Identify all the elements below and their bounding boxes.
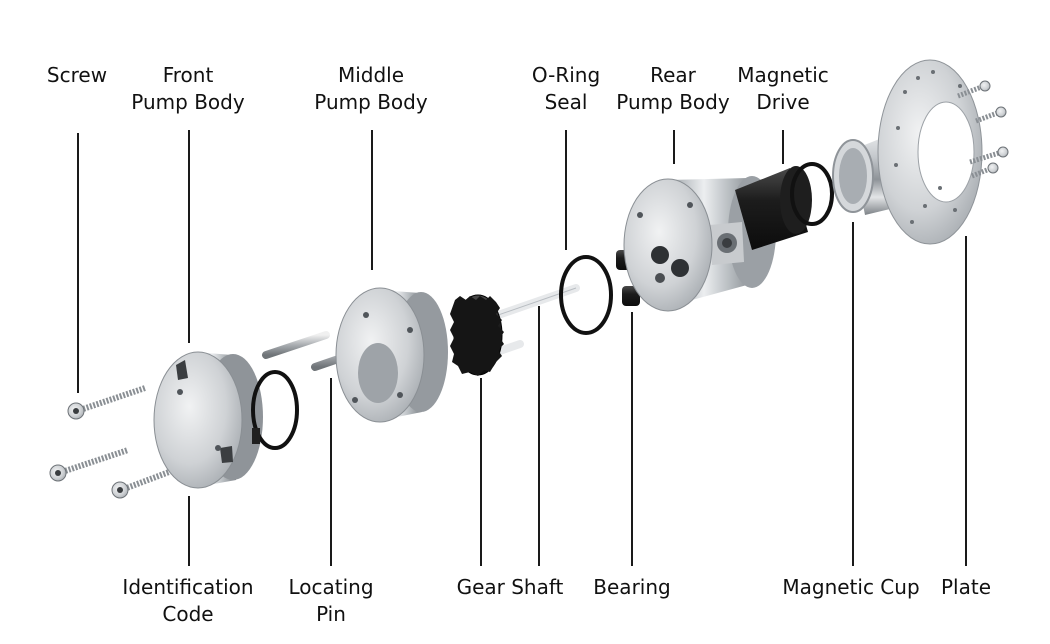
leader-line-locating-pin <box>330 378 332 566</box>
label-magnetic-cup: Magnetic Cup <box>782 575 920 599</box>
leader-line-plate <box>965 236 967 566</box>
label-identification-code: Identification Code <box>122 575 254 626</box>
middle-pump-body <box>335 287 448 423</box>
screw-middle <box>49 447 129 482</box>
leader-line-screw <box>77 133 79 393</box>
label-o-ring-seal: O-Ring Seal <box>531 63 601 114</box>
label-locating-pin: Locating Pin <box>288 575 374 626</box>
leader-line-middle-pump-body <box>371 130 373 270</box>
label-screw: Screw <box>46 63 108 87</box>
leader-line-magnetic-cup <box>852 222 854 566</box>
label-plate: Plate <box>940 575 992 599</box>
gear-shaft <box>450 284 580 376</box>
leader-line-o-ring-seal <box>565 130 567 250</box>
magnetic-drive <box>735 166 812 250</box>
label-bearing: Bearing <box>593 575 671 599</box>
leader-line-gear-shaft-shaft <box>538 306 540 566</box>
plate <box>877 59 983 245</box>
leader-line-front-pump-body <box>188 130 190 343</box>
leader-line-identification-code <box>188 496 190 566</box>
label-rear-pump-body: Rear Pump Body <box>616 63 730 114</box>
label-middle-pump-body: Middle Pump Body <box>314 63 428 114</box>
leader-line-magnetic-drive <box>782 130 784 164</box>
o-ring-drive <box>790 162 834 226</box>
label-magnetic-drive: Magnetic Drive <box>737 63 829 114</box>
front-pump-body <box>153 351 263 489</box>
gasket-tab <box>252 428 260 444</box>
label-front-pump-body: Front Pump Body <box>131 63 245 114</box>
o-ring-right <box>559 255 613 335</box>
label-gear-shaft: Gear Shaft <box>456 575 564 599</box>
o-ring-left <box>251 370 299 450</box>
leader-line-bearing <box>631 312 633 566</box>
plate-screws <box>957 80 1009 179</box>
screw-top <box>67 385 146 420</box>
leader-line-gear-shaft-gear <box>480 378 482 566</box>
leader-line-rear-pump-body <box>673 130 675 164</box>
